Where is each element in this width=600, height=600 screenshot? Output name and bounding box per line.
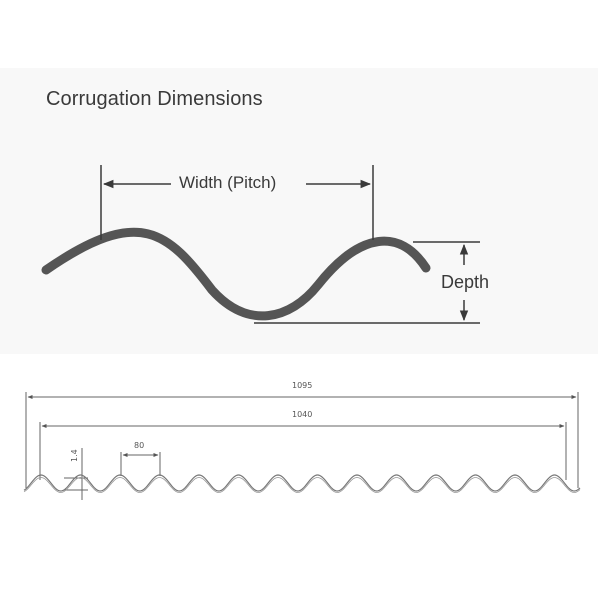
sheet-profile: [23, 474, 581, 492]
cover-width-value: 1040: [292, 410, 313, 419]
pitch-value: 80: [134, 441, 145, 450]
depth-label: Depth: [441, 272, 490, 292]
depth-value: 1.4: [70, 449, 79, 462]
width-pitch-label: Width (Pitch): [179, 173, 277, 192]
sheet-profile-inner: [23, 477, 581, 493]
overall-width-value: 1095: [292, 381, 313, 390]
diagram-title: Corrugation Dimensions: [46, 88, 263, 110]
corrugation-wave: [41, 227, 431, 321]
